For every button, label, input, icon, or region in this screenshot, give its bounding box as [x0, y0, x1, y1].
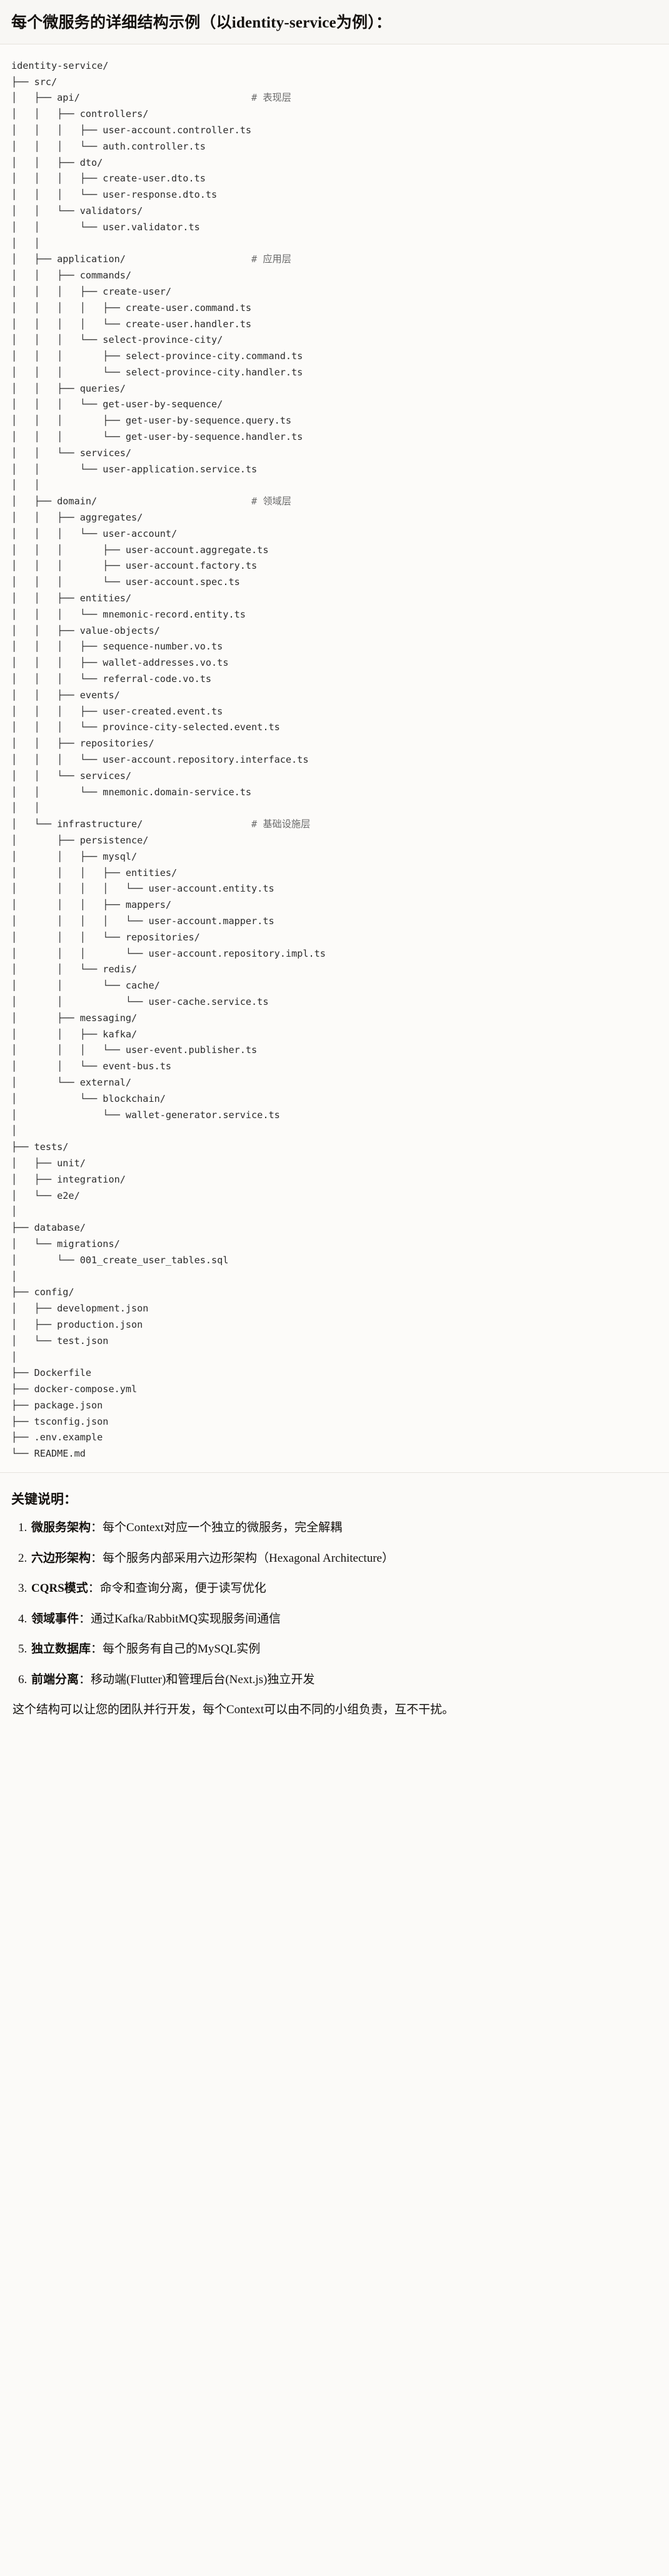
directory-tree-code-block: identity-service/ ├── src/ │ ├── api/ # …	[0, 44, 669, 1473]
key-points-list: 微服务架构：每个Context对应一个独立的微服务，完全解耦六边形架构：每个服务…	[11, 1519, 658, 1688]
key-point-term: 领域事件	[31, 1612, 79, 1626]
key-point-item: 前端分离：移动端(Flutter)和管理后台(Next.js)独立开发	[30, 1671, 658, 1689]
tree-layer-comment: # 应用层	[251, 253, 291, 265]
key-point-term: 六边形架构	[31, 1551, 91, 1565]
tree-layer-comment: # 领域层	[251, 496, 291, 507]
tree-layer-comment: # 基础设施层	[251, 818, 311, 830]
page-header: 每个微服务的详细结构示例（以identity-service为例）：	[0, 0, 669, 44]
key-point-description: ：每个服务有自己的MySQL实例	[91, 1642, 261, 1656]
key-point-item: 领域事件：通过Kafka/RabbitMQ实现服务间通信	[30, 1611, 658, 1628]
tree-layer-comment: # 表现层	[251, 92, 291, 104]
key-points-footer: 这个结构可以让您的团队并行开发，每个Context可以由不同的小组负责，互不干扰…	[13, 1703, 455, 1717]
page-root: 每个微服务的详细结构示例（以identity-service为例）： ident…	[0, 0, 669, 1737]
key-point-description: ：通过Kafka/RabbitMQ实现服务间通信	[79, 1612, 281, 1626]
key-point-term: CQRS模式	[31, 1582, 88, 1596]
key-point-item: 独立数据库：每个服务有自己的MySQL实例	[30, 1641, 658, 1658]
key-point-item: 六边形架构：每个服务内部采用六边形架构（Hexagonal Architectu…	[30, 1550, 658, 1567]
key-point-description: ：移动端(Flutter)和管理后台(Next.js)独立开发	[79, 1672, 315, 1686]
key-points-section: 关键说明： 微服务架构：每个Context对应一个独立的微服务，完全解耦六边形架…	[0, 1472, 669, 1737]
key-point-description: ：每个服务内部采用六边形架构（Hexagonal Architecture）	[91, 1551, 394, 1565]
key-point-term: 前端分离	[31, 1672, 79, 1686]
key-point-term: 微服务架构	[31, 1521, 91, 1535]
key-point-description: ：每个Context对应一个独立的微服务，完全解耦	[91, 1521, 343, 1535]
key-point-term: 独立数据库	[31, 1642, 91, 1656]
key-point-description: ：命令和查询分离，便于读写优化	[88, 1582, 266, 1596]
key-points-title: 关键说明：	[11, 1492, 77, 1507]
key-point-item: CQRS模式：命令和查询分离，便于读写优化	[30, 1580, 658, 1597]
key-point-item: 微服务架构：每个Context对应一个独立的微服务，完全解耦	[30, 1519, 658, 1537]
directory-tree-text: identity-service/ ├── src/ │ ├── api/ # …	[11, 59, 326, 1460]
page-title: 每个微服务的详细结构示例（以identity-service为例）：	[11, 14, 392, 31]
